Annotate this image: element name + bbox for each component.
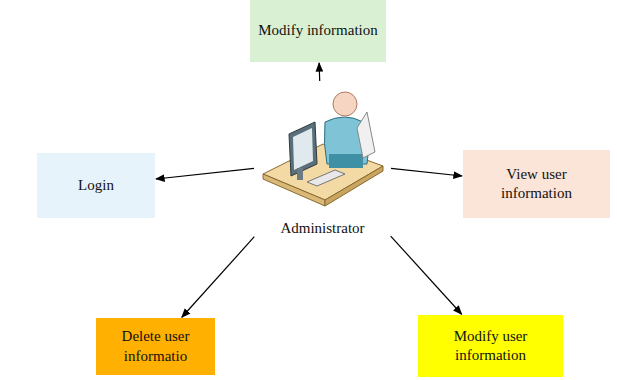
box-label: Modify information xyxy=(258,21,378,41)
login-box: Login xyxy=(37,153,155,218)
arrow-connector xyxy=(182,237,255,318)
box-label: Delete user informatio xyxy=(104,327,207,366)
actor-label: Administrator xyxy=(255,219,390,239)
box-label: Modify user information xyxy=(426,327,555,366)
administrator-figure: Administrator xyxy=(255,82,390,240)
box-label: View user information xyxy=(471,165,602,204)
delete-info-box: Delete user informatio xyxy=(96,318,215,375)
modify-user-box: Modify user information xyxy=(418,315,563,377)
view-info-box: View user information xyxy=(463,150,610,218)
arrow-connector xyxy=(156,168,254,179)
modify-info-box: Modify information xyxy=(250,0,386,62)
arrow-connector xyxy=(319,63,321,81)
box-label: Login xyxy=(78,176,114,196)
administrator-illustration xyxy=(255,82,390,240)
arrow-connector xyxy=(391,168,462,176)
arrow-connector xyxy=(391,236,462,314)
